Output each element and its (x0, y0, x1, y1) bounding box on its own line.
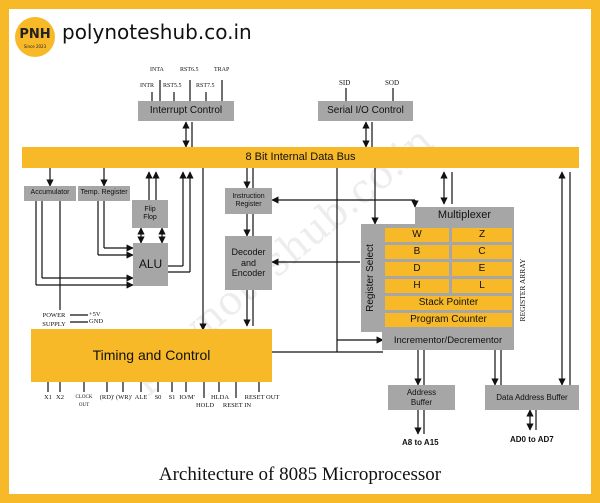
register-b: B (385, 245, 449, 259)
register-h: H (385, 279, 449, 293)
interrupt-control: Interrupt Control (138, 101, 234, 121)
serial-io-control: Serial I/O Control (318, 101, 413, 121)
register-select: Register Select (365, 244, 376, 312)
pin-reset-in: RESET IN (222, 402, 252, 409)
register-c: C (452, 245, 512, 259)
address-buffer: Address Buffer (388, 385, 455, 410)
pin-rst65: RST6.5 (180, 67, 199, 73)
power-supply-label: POWER SUPPLY (42, 312, 66, 328)
internal-data-bus: 8 Bit Internal Data Bus (22, 147, 579, 168)
pin-x2: X2 (56, 394, 64, 401)
logo-subtext: Since 2023 (23, 44, 47, 49)
plus5v-label: +5V (89, 311, 101, 318)
pin-trap: TRAP (214, 67, 230, 73)
decoder-encoder: Decoder and Encoder (225, 236, 272, 290)
program-counter: Program Counter (385, 313, 512, 327)
register-z: Z (452, 228, 512, 242)
gnd-label: GND (89, 318, 104, 325)
instruction-register: Instruction Register (225, 188, 272, 214)
register-array-label: REGISTER ARRAY (518, 258, 527, 322)
register-d: D (385, 262, 449, 276)
pin-reset-out: RESET OUT (244, 394, 280, 401)
pin-rd: (RD)' (99, 394, 115, 401)
pin-wr: (WR)' (116, 394, 132, 401)
pin-s1: S1 (168, 394, 176, 401)
pin-hold: HOLD (195, 402, 215, 409)
alu: ALU (133, 243, 168, 286)
register-e: E (452, 262, 512, 276)
pin-io-m: IO/M' (179, 394, 195, 401)
pin-inta: INTA (150, 67, 164, 73)
timing-and-control: Timing and Control (31, 329, 272, 382)
pin-s0: S0 (154, 394, 162, 401)
pin-ale: ALE (134, 394, 148, 401)
accumulator: Accumulator (24, 186, 76, 201)
pin-sid: SID (339, 79, 351, 87)
data-address-buffer: Data Address Buffer (485, 385, 579, 410)
pin-hlda: HLDA (210, 394, 230, 401)
pin-intr: INTR (140, 83, 154, 89)
register-w: W (385, 228, 449, 242)
pin-x1: X1 (44, 394, 52, 401)
pin-rst75: RST7.5 (196, 83, 215, 89)
temp-register: Temp. Register (78, 186, 130, 201)
register-l: L (452, 279, 512, 293)
site-name: polynoteshub.co.in (62, 20, 252, 44)
flip-flop: Flip Flop (132, 200, 168, 228)
address-lines: A8 to A15 (402, 438, 439, 447)
logo-text: PNH (19, 27, 51, 42)
pin-clock-out: CLOCK OUT (75, 395, 93, 408)
footer-title: Architecture of 8085 Microprocessor (158, 464, 442, 485)
logo-badge (15, 17, 55, 57)
pin-sod: SOD (385, 79, 400, 87)
incrementor-decrementor: Incrementor/Decrementor (382, 332, 514, 350)
data-lines: AD0 to AD7 (510, 435, 554, 444)
stack-pointer: Stack Pointer (385, 296, 512, 310)
multiplexer: Multiplexer (415, 207, 514, 224)
pin-rst55: RST5.5 (163, 83, 182, 89)
